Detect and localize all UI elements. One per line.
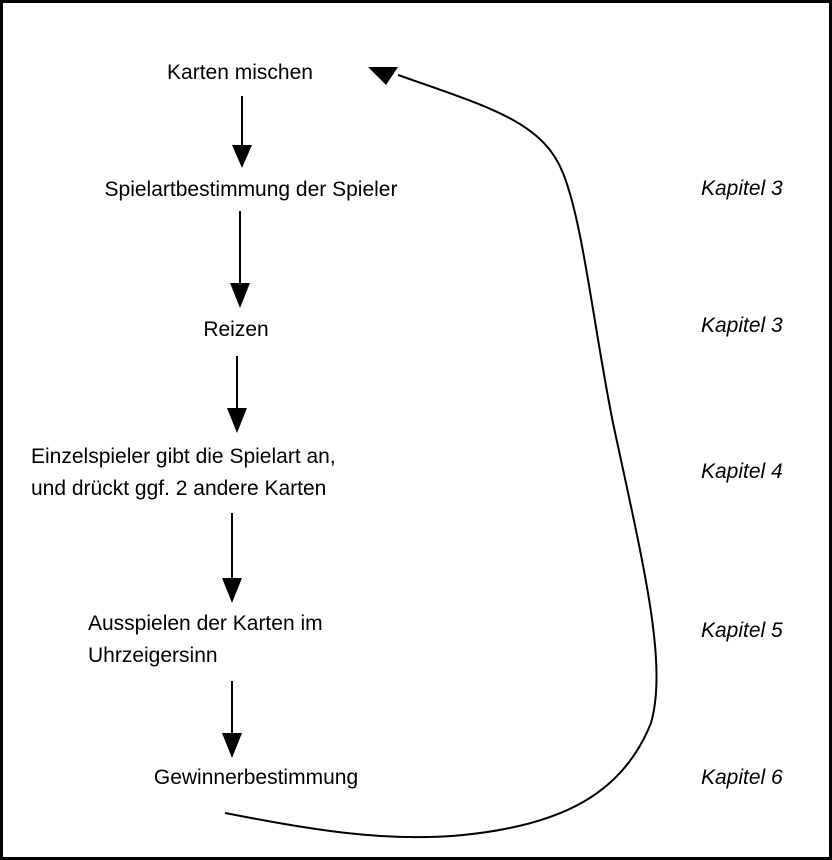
chapter-label: Kapitel 6 [701,766,783,789]
chapter-label: Kapitel 3 [701,177,783,200]
step-bidding: Reizen [203,318,269,341]
arrow-5 [222,681,242,758]
step-shuffle-cards: Karten mischen [167,61,313,84]
step-declarer-line-2: und drückt ggf. 2 andere Karten [31,477,327,500]
chapter-label: Kapitel 5 [701,619,783,642]
step-winner-determination: Gewinnerbestimmung [153,766,359,789]
step-play-cards-line-1: Ausspielen der Karten im [88,612,323,635]
return-loop-arrow [224,67,658,839]
step-game-type-determination: Spielartbestimmung der Spieler [104,178,398,201]
diagram-arrows [222,67,658,839]
arrow-1 [232,96,252,168]
step-declarer-line-1: Einzelspieler gibt die Spielart an, [31,445,336,468]
arrow-4 [222,513,242,603]
chapter-label: Kapitel 3 [701,314,783,337]
arrow-2 [230,211,250,308]
step-play-cards-line-2: Uhrzeigersinn [88,644,218,667]
chapter-label: Kapitel 4 [701,460,783,483]
arrow-3 [227,356,247,433]
